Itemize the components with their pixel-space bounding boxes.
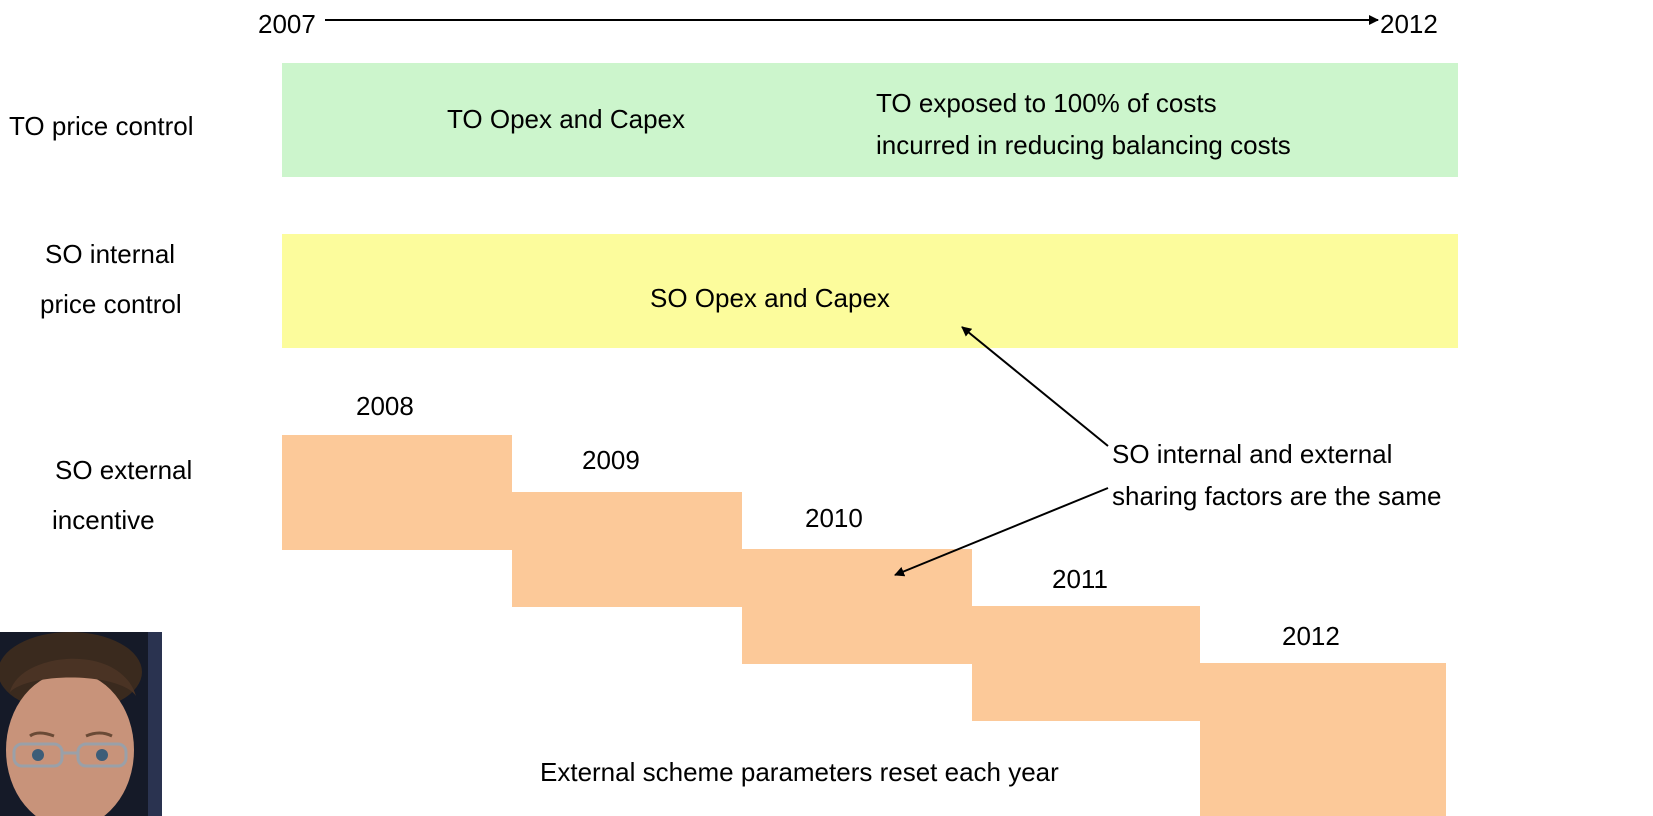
so-internal-label-line2: price control <box>40 289 182 319</box>
to-price-control-bar <box>282 63 1458 177</box>
so-internal-bar-text: SO Opex and Capex <box>650 283 890 313</box>
timeline-end-label: 2012 <box>1380 9 1438 39</box>
person-photo <box>0 632 162 816</box>
to-bar-text-right-line2: incurred in reducing balancing costs <box>876 130 1291 160</box>
person-photo-icon <box>0 632 162 816</box>
so-external-step-2011 <box>972 606 1200 721</box>
so-external-label-line2: incentive <box>52 505 155 535</box>
annotation-line2: sharing factors are the same <box>1112 481 1442 511</box>
timeline-start-label: 2007 <box>258 9 316 39</box>
so-external-step-2010 <box>742 549 972 664</box>
year-label-2012: 2012 <box>1282 621 1340 651</box>
footer-note: External scheme parameters reset each ye… <box>540 757 1059 787</box>
to-bar-text-left: TO Opex and Capex <box>447 104 685 134</box>
to-bar-text-right-line1: TO exposed to 100% of costs <box>876 88 1217 118</box>
so-external-step-2012 <box>1200 663 1446 816</box>
year-label-2009: 2009 <box>582 445 640 475</box>
so-external-label-line1: SO external <box>55 455 193 485</box>
year-label-2010: 2010 <box>805 503 863 533</box>
so-internal-label-line1: SO internal <box>45 239 176 269</box>
to-price-control-label: TO price control <box>9 111 194 141</box>
year-label-2011: 2011 <box>1052 564 1108 594</box>
annotation-line1: SO internal and external <box>1112 439 1393 469</box>
so-external-step-2008 <box>282 435 512 550</box>
so-external-step-2009 <box>512 492 742 607</box>
so-internal-price-control-bar <box>282 234 1458 348</box>
year-label-2008: 2008 <box>356 391 414 421</box>
